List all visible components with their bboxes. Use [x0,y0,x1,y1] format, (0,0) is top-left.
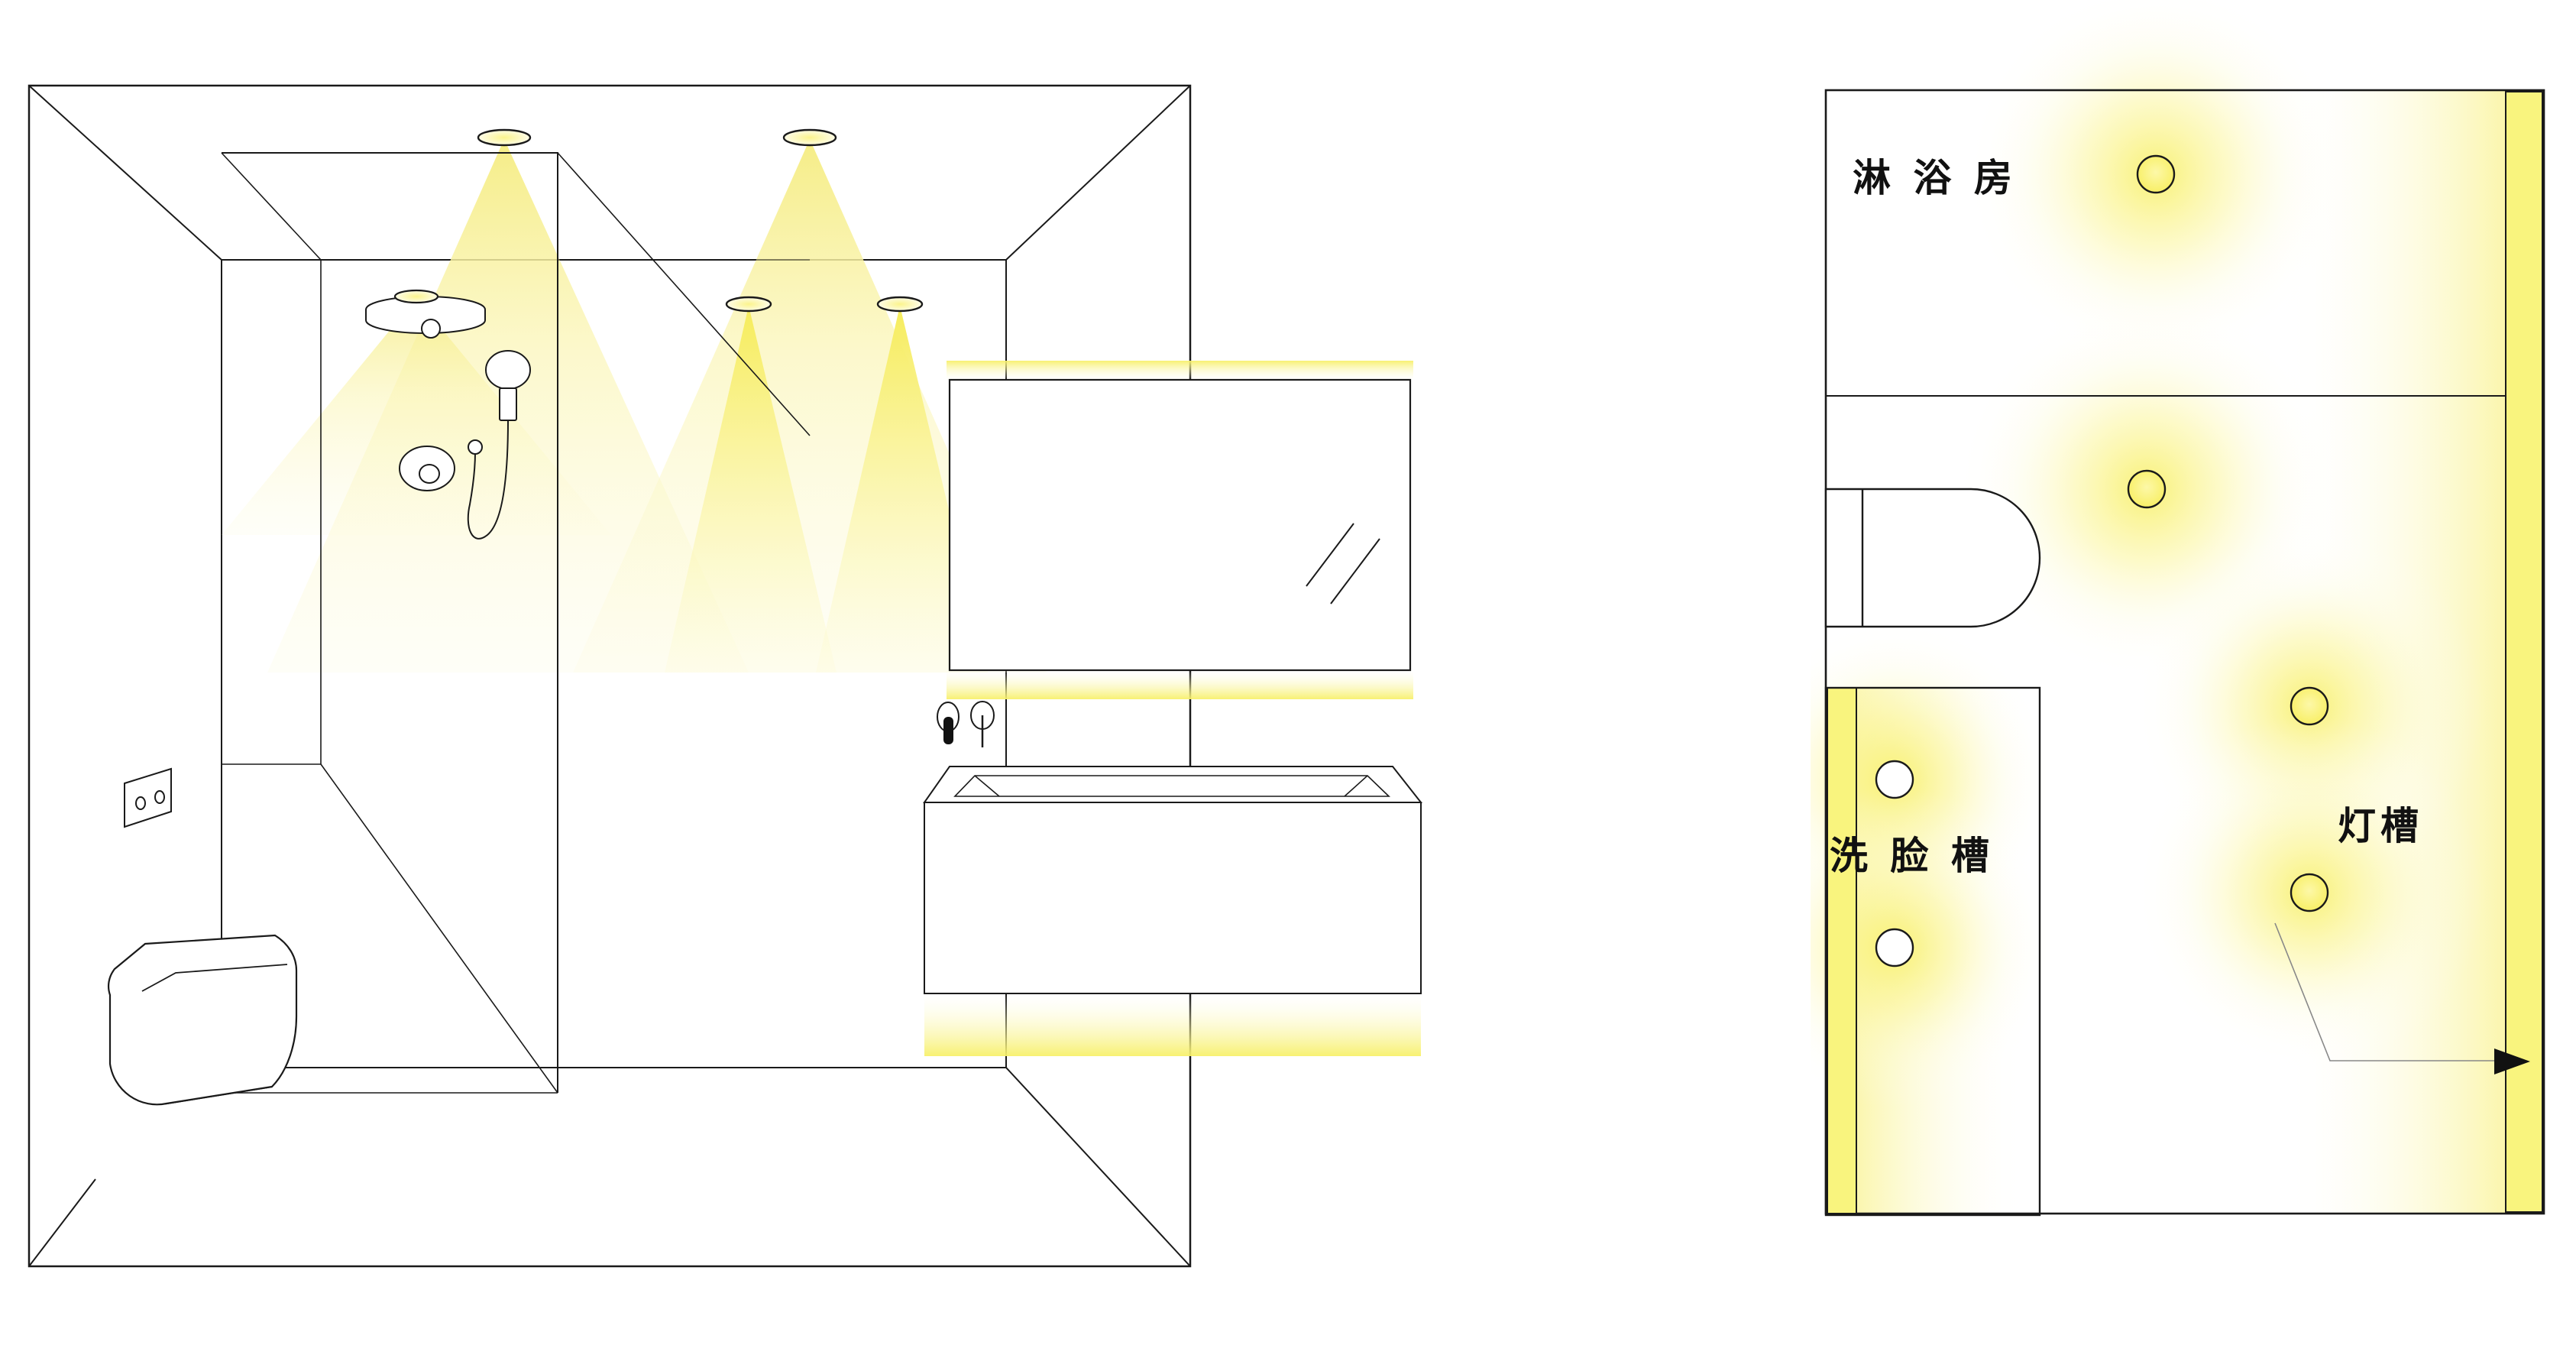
ceiling-right-edge [1005,85,1191,261]
plan-light-main-lower [2290,873,2329,912]
label-shower-room: 淋 浴 房 [1853,156,2017,200]
mirror-downlight-right [876,296,924,313]
ceiling-downlights[interactable] [393,128,924,313]
beam-shower [222,298,611,535]
ceiling-left-edge [28,85,222,261]
plan-light-main-upper [2290,686,2329,726]
mirror-downlight-left [725,296,772,313]
label-washbasin: 洗 脸 槽 [1830,834,1994,878]
rain-shower-head[interactable] [365,296,486,339]
plan-light-toilet [2127,469,2167,509]
beam-mirror-left [665,306,837,673]
plan-view: 淋 浴 房 洗 脸 槽 灯槽 [1811,0,2545,1217]
cove-strip-right [2505,91,2543,1213]
faucet[interactable] [937,701,995,747]
ceiling-downlight-1 [477,128,532,147]
floor-left-edge [28,1178,96,1267]
power-outlet[interactable] [124,767,172,828]
mirror-reflection-line-2 [1330,538,1380,604]
shower-downlight [393,289,439,304]
plan-walls [1824,89,2545,1215]
plan-washbasin-counter[interactable] [1824,686,2041,1217]
wall-hung-toilet[interactable] [107,934,298,1106]
leader-light-cove [2274,922,2530,1074]
cove-strips[interactable] [1827,91,2543,1214]
leader-arrowhead [2494,1048,2530,1074]
floor-right-edge [1005,1067,1191,1267]
plan-light-points[interactable] [1875,154,2329,967]
plan-toilet[interactable] [1824,488,2041,628]
label-light-cove: 灯槽 [2338,804,2423,848]
hand-shower[interactable] [467,350,531,540]
mirror-reflection-line-1 [1306,523,1354,587]
vanity-toe-kick-light [924,993,1421,1056]
mirror[interactable] [947,361,1413,699]
perspective-view [28,84,1423,1268]
shower-mixer-valve[interactable] [399,446,455,491]
beam-mirror-right [816,306,988,673]
cove-strip-left [1827,687,1857,1214]
plan-light-basin-bottom [1875,928,1914,967]
plan-light-shower [2136,154,2176,194]
ceiling-downlight-2 [782,128,837,147]
vanity-counter[interactable] [923,766,1423,1056]
plan-light-basin-top [1875,760,1914,799]
shower-enclosure[interactable] [221,152,811,1094]
